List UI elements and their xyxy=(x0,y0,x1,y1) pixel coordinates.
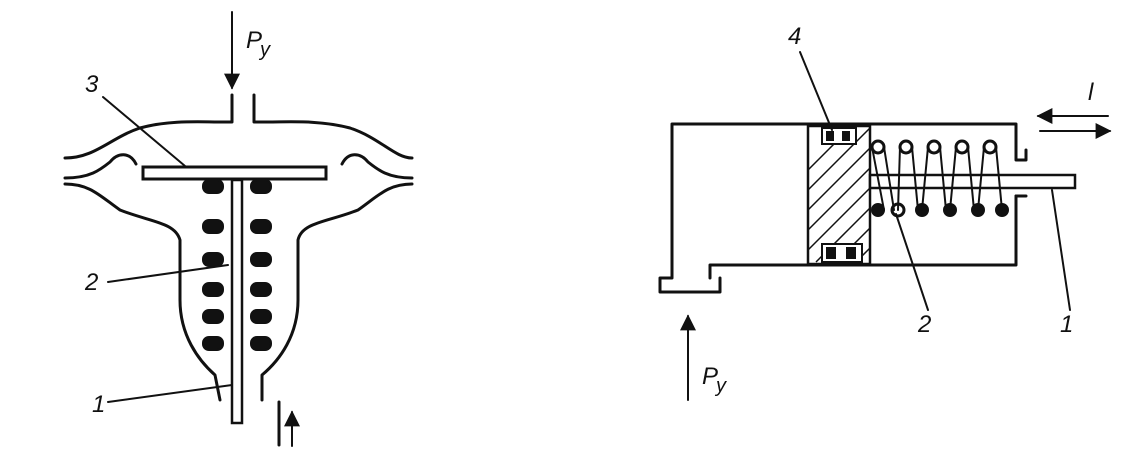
pressure-label-right: P xyxy=(702,363,718,390)
callout-1-left: 1 xyxy=(92,391,105,418)
leader-1-right xyxy=(1051,189,1071,311)
pressure-label-left: P xyxy=(246,27,262,54)
callout-4-right: 4 xyxy=(788,23,801,50)
right-flange xyxy=(340,153,414,180)
lower-housing xyxy=(63,182,222,402)
pressure-sub-left: y xyxy=(258,39,271,61)
callout-3-left: 3 xyxy=(85,71,99,98)
callout-2-right: 2 xyxy=(917,311,931,338)
pressure-sub-right: y xyxy=(714,375,727,397)
leader-2-right xyxy=(895,213,929,311)
callout-2-left: 2 xyxy=(84,269,98,296)
leader-1-left xyxy=(107,384,233,403)
callout-1-right: 1 xyxy=(1060,311,1073,338)
leader-3-left xyxy=(102,96,186,167)
piston-spring xyxy=(870,139,1009,218)
spring-coils xyxy=(202,179,272,351)
leader-2-left xyxy=(107,264,229,283)
top-inlet-pipe xyxy=(216,93,270,124)
cylinder-body xyxy=(658,122,1018,294)
piston xyxy=(806,124,872,266)
upper-housing xyxy=(63,120,414,160)
displacement-label: l xyxy=(1088,79,1094,106)
piston-actuator: l P y 4 2 1 xyxy=(658,23,1112,401)
leader-4-right xyxy=(799,51,833,131)
actuator-rod xyxy=(230,178,244,425)
diaphragm-actuator: P y 3 2 1 xyxy=(63,11,414,447)
diaphragm-plate xyxy=(141,165,328,181)
left-flange xyxy=(63,153,138,180)
